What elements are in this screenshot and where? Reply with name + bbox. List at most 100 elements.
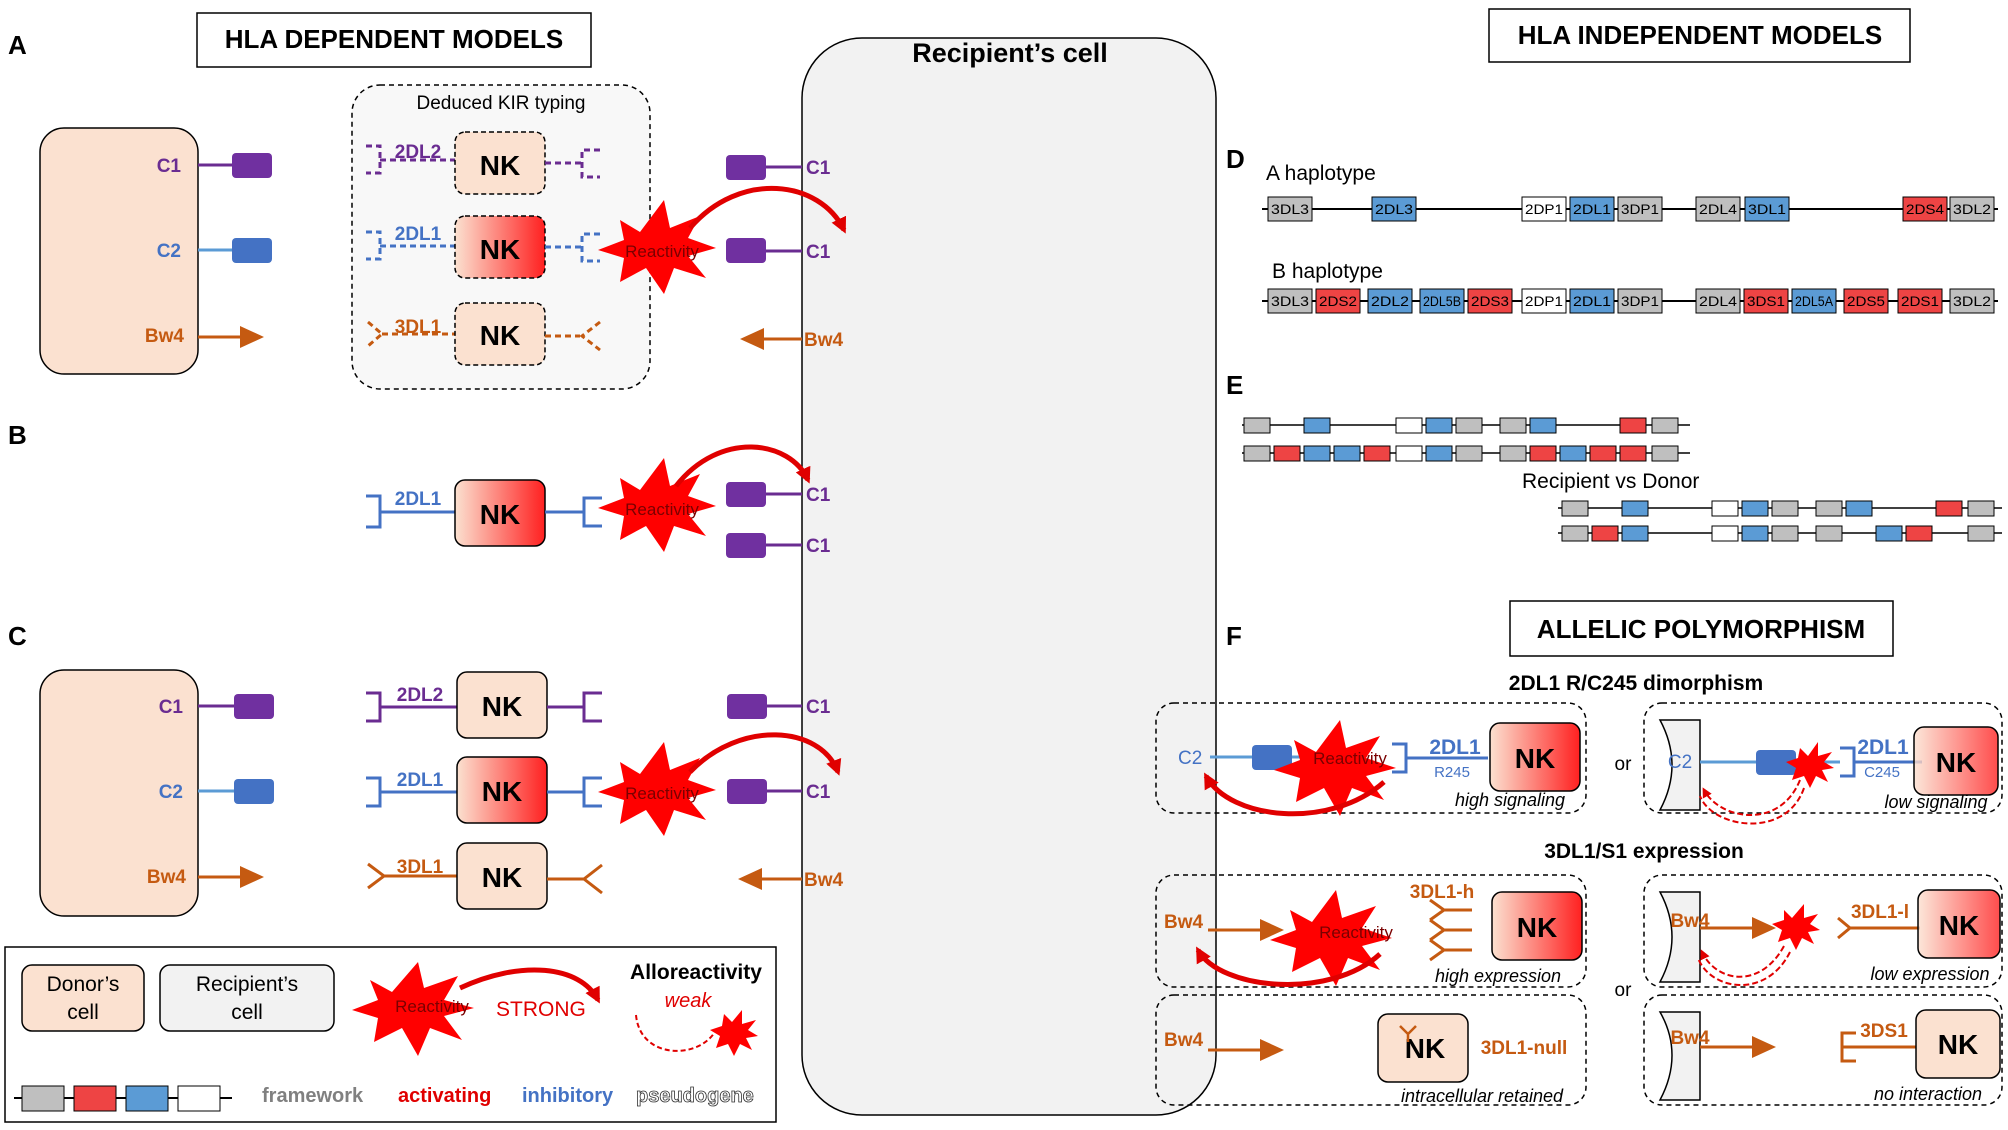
comparison-gene-box: [1243, 445, 1271, 462]
b-haplotype-gene-label-2dl5a: 2DL5A: [1795, 293, 1834, 309]
comparison-gene-box: [1591, 525, 1619, 542]
ligand-label-c2-c: C2: [159, 782, 183, 803]
f4-3dl1l-label: 3DL1-l: [1851, 902, 1909, 923]
reactivity-burst-c: [598, 742, 716, 836]
f4-weak-burst: [1772, 904, 1820, 950]
f-box-intracellular: [1155, 994, 1587, 1106]
hla-c1-donor-c: [234, 694, 274, 719]
legend-inhibitory: inhibitory: [522, 1085, 614, 1107]
kir-2dl1-b: 2DL1: [395, 489, 442, 510]
panel-letter-e: E: [1226, 370, 1243, 400]
ligand-label-c1-rc1: C1: [806, 697, 831, 718]
legend-reactivity-burst: [352, 962, 474, 1056]
comparison-gene-box: [1741, 525, 1769, 542]
b-haplotype-gene-label-3dl3: 3DL3: [1271, 293, 1309, 309]
comparison-gene-box: [1395, 417, 1423, 434]
comparison-gene-box: [1815, 500, 1843, 517]
f2-c2-label: C2: [1668, 752, 1692, 773]
panel-letter-d: D: [1226, 144, 1245, 174]
comparison-gene-box: [1711, 525, 1739, 542]
hla-c1-recipient-b2: [726, 533, 766, 558]
a-haplotype-gene-box-3dl3: [1267, 196, 1313, 222]
comparison-gene-box: [1561, 500, 1589, 517]
f2-c245-label: C245: [1864, 764, 1900, 781]
ligand-label-bw4-rc: Bw4: [804, 870, 844, 891]
f2-hla-c2: [1756, 750, 1796, 775]
legend-gene-framework: [21, 1085, 65, 1112]
comparison-gene-box: [1845, 500, 1873, 517]
f5-bw4-label: Bw4: [1164, 1030, 1204, 1051]
b-haplotype-gene-label-2ds3: 2DS3: [1471, 293, 1509, 309]
f4-low-expression: low expression: [1870, 964, 1989, 984]
ligand-label-c1-rb2: C1: [806, 536, 831, 557]
f5-nk-cell: [1377, 1013, 1469, 1083]
legend-weak-burst: [710, 1010, 758, 1056]
legend-alloreactivity-title: Alloreactivity: [630, 961, 762, 984]
f3-3dl1h-label: 3DL1-h: [1410, 882, 1474, 903]
reactivity-label-b: Reactivity: [625, 500, 699, 519]
kir-2dl2-a: 2DL2: [395, 142, 441, 163]
deduced-kir-label: Deduced KIR typing: [417, 93, 586, 114]
a-haplotype-gene-label-3dl3: 3DL3: [1271, 201, 1309, 217]
legend-weak-label: weak: [665, 990, 713, 1012]
f1-r245-label: R245: [1434, 764, 1470, 781]
reactivity-burst-b: [598, 458, 716, 552]
comparison-gene-box: [1273, 445, 1301, 462]
recipient-vs-donor-label: Recipient vs Donor: [1522, 470, 1699, 493]
ligand-label-bw4-ra: Bw4: [804, 330, 844, 351]
ligand-label-bw4-a: Bw4: [145, 326, 185, 347]
nk-label-c2: NK: [482, 776, 522, 807]
ligand-label-c1-rb1: C1: [806, 485, 831, 506]
comparison-gene-box: [1711, 500, 1739, 517]
b-haplotype-gene-label-3dp1: 3DP1: [1621, 293, 1659, 309]
nk-cell-c1: [456, 671, 548, 739]
nk-label-a3: NK: [480, 320, 520, 351]
nk-cell-a3: [454, 302, 546, 366]
panel-e: Recipient vs Donor: [1242, 417, 2002, 542]
hla-dependent-title-box: [196, 12, 592, 68]
b-haplotype-gene-box-2ds2: [1315, 288, 1361, 314]
panel-letter-f: F: [1226, 621, 1242, 651]
b-haplotype-gene-box-3dl2: [1949, 288, 1995, 314]
b-haplotype-gene-label-3dl2: 3DL2: [1953, 293, 1991, 309]
f4-nk-label: NK: [1939, 910, 1979, 941]
dimorphism-title: 2DL1 R/C245 dimorphism: [1509, 672, 1763, 695]
b-haplotype-gene-label-2dl4: 2DL4: [1699, 293, 1737, 309]
donor-cell-c: [39, 669, 199, 917]
f6-bw4-label: Bw4: [1670, 1028, 1710, 1049]
f6-no-interaction: no interaction: [1874, 1084, 1982, 1104]
a-haplotype-gene-label-2dl3: 2DL3: [1375, 201, 1413, 217]
hla-c1-recipient-c2: [727, 779, 767, 804]
comparison-gene-box: [1455, 417, 1483, 434]
reactivity-label-c: Reactivity: [625, 784, 699, 803]
hla-independent-title: HLA INDEPENDENT MODELS: [1518, 20, 1883, 50]
f1-reactivity-burst: [1274, 720, 1396, 816]
nk-label-c3: NK: [482, 862, 522, 893]
comparison-gene-box: [1619, 445, 1647, 462]
b-haplotype-gene-label-2dl1: 2DL1: [1573, 293, 1611, 309]
panel-a: C1 C2 Bw4 Deduced KIR typing 2DL2 NK 2DL…: [39, 84, 847, 390]
comparison-gene-box: [1455, 445, 1483, 462]
hla-c1-recipient-b1: [726, 482, 766, 507]
kir-2dl1-c: 2DL1: [397, 770, 444, 791]
comparison-gene-box: [1589, 445, 1617, 462]
comparison-gene-box: [1619, 417, 1647, 434]
a-haplotype-gene-label-3dl2: 3DL2: [1953, 201, 1991, 217]
nk-label-b: NK: [480, 499, 520, 530]
legend-recipient-line1: Recipient’s: [196, 973, 298, 996]
b-haplotype-label: B haplotype: [1272, 260, 1383, 283]
b-haplotype-gene-label-2ds5: 2DS5: [1847, 293, 1885, 309]
legend-gene-pseudogene: [177, 1085, 221, 1112]
kir-3dl1-a: 3DL1: [395, 317, 442, 338]
b-haplotype-gene-label-2dp1: 2DP1: [1525, 293, 1563, 309]
f4-recipient-cell-edge: [1658, 891, 1701, 983]
kir-3dl1-c: 3DL1: [397, 857, 444, 878]
b-haplotype-gene-box-2ds3: [1467, 288, 1513, 314]
comparison-gene-box: [1499, 417, 1527, 434]
a-haplotype-gene-label-2ds4: 2DS4: [1906, 201, 1944, 217]
comparison-gene-box: [1303, 417, 1331, 434]
legend-framework: framework: [262, 1085, 364, 1107]
a-haplotype-gene-label-2dp1: 2DP1: [1525, 201, 1563, 217]
kir-2dl2-c: 2DL2: [397, 685, 443, 706]
